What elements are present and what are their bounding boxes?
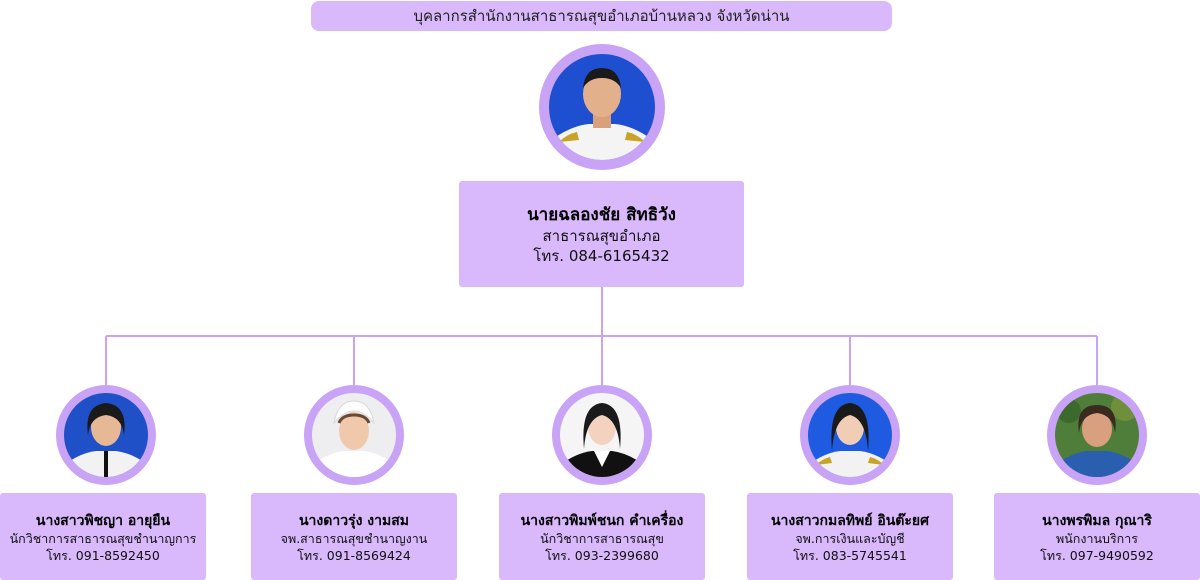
person-photo-icon [312, 393, 396, 477]
staff-position: พนักงานบริการ [1056, 531, 1138, 546]
staff-phone: โทร. 091-8592450 [46, 548, 160, 563]
staff-name: นางสาวพิมพ์ชนก คำเครื่อง [520, 513, 684, 529]
staff-position: จพ.การเงินและบัญชี [795, 531, 905, 546]
head-card: นายฉลองชัย สิทธิวัง สาธารณสุขอำเภอ โทร. … [459, 181, 744, 287]
head-phone: โทร. 084-6165432 [533, 247, 670, 265]
staff-phone: โทร. 093-2399680 [545, 548, 659, 563]
staff-name: นางพรพิมล กุณาริ [1042, 513, 1152, 529]
staff-phone: โทร. 097-9490592 [1040, 548, 1154, 563]
staff-name: นางสาวพิชญา อายุยืน [35, 513, 171, 529]
person-photo-icon [549, 54, 655, 160]
person-photo-icon [1055, 393, 1139, 477]
staff-5-photo [1055, 393, 1139, 477]
staff-card-1: นางสาวพิชญา อายุยืน นักวิชาการสาธารณสุขช… [0, 493, 206, 580]
head-photo [549, 54, 655, 160]
staff-card-2: นางดาวรุ่ง งามสม จพ.สาธารณสุขชำนาญงาน โท… [251, 493, 457, 580]
staff-card-4: นางสาวกมลทิพย์ อินต๊ะยศ จพ.การเงินและบัญ… [747, 493, 953, 580]
staff-position: นักวิชาการสาธารณสุขชำนาญการ [9, 531, 197, 546]
staff-3-photo [560, 393, 644, 477]
staff-4-photo [808, 393, 892, 477]
staff-phone: โทร. 091-8569424 [297, 548, 411, 563]
staff-name: นางดาวรุ่ง งามสม [298, 513, 409, 529]
person-photo-icon [808, 393, 892, 477]
staff-2-photo [312, 393, 396, 477]
person-photo-icon [560, 393, 644, 477]
staff-position: นักวิชาการสาธารณสุข [540, 531, 664, 546]
head-position: สาธารณสุขอำเภอ [542, 227, 661, 245]
staff-card-3: นางสาวพิมพ์ชนก คำเครื่อง นักวิชาการสาธาร… [499, 493, 705, 580]
staff-card-5: นางพรพิมล กุณาริ พนักงานบริการ โทร. 097-… [994, 493, 1200, 580]
org-chart-title: บุคลากรสำนักงานสาธารณสุขอำเภอบ้านหลวง จั… [311, 1, 892, 31]
staff-position: จพ.สาธารณสุขชำนาญงาน [280, 531, 428, 546]
person-photo-icon [64, 393, 148, 477]
head-name: นายฉลองชัย สิทธิวัง [527, 205, 676, 225]
staff-1-photo [64, 393, 148, 477]
staff-name: นางสาวกมลทิพย์ อินต๊ะยศ [770, 513, 930, 529]
staff-phone: โทร. 083-5745541 [793, 548, 907, 563]
